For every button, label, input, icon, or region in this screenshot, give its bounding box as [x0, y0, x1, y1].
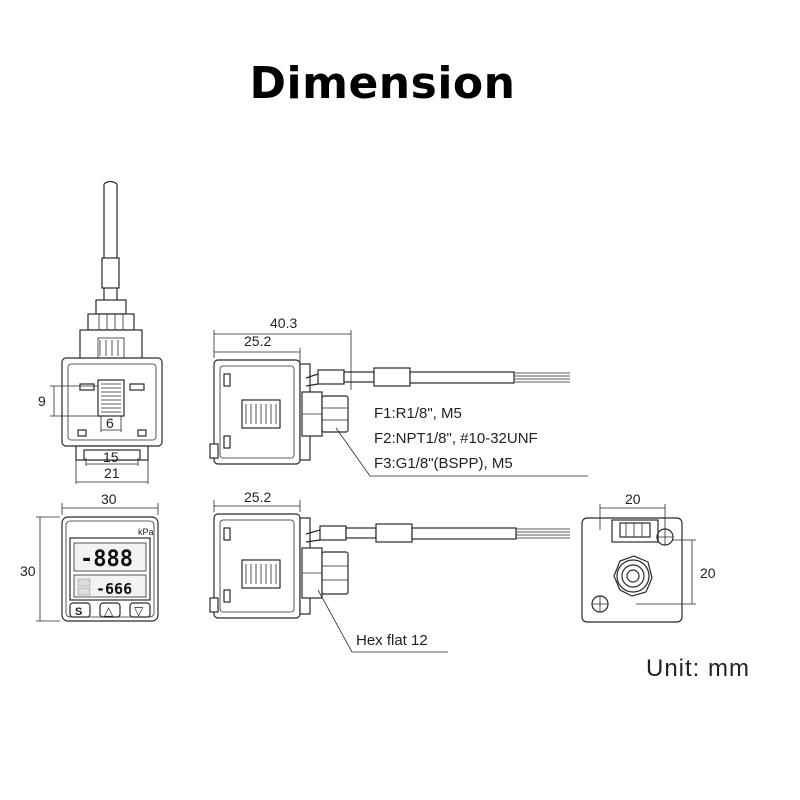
rear-outer-width-dim: 21 — [104, 465, 120, 481]
body-length-dim: 25.2 — [244, 333, 271, 349]
rear-view: 9 6 15 21 — [38, 180, 163, 484]
cable — [103, 184, 118, 258]
sub-display: -666 — [96, 580, 132, 598]
port-note-f3: F3:G1/8"(BSPP), M5 — [374, 455, 513, 472]
cable-sleeve — [101, 257, 120, 289]
down-button-label: ▽ — [134, 604, 144, 618]
s-button-label: S — [75, 606, 82, 618]
up-button[interactable] — [99, 602, 121, 618]
rear-slot-dim: 6 — [106, 415, 114, 431]
connector — [87, 313, 135, 331]
page-title: Dimension — [249, 58, 516, 109]
back-width-dim: 20 — [625, 491, 641, 507]
bottom-body-length-dim: 25.2 — [244, 489, 271, 505]
rear-height-dim: 9 — [38, 393, 46, 409]
side-view-bottom: 25.2 Hex flat 12 — [209, 489, 570, 653]
main-display: -888 — [80, 547, 133, 572]
back-view: 20 20 — [581, 491, 716, 623]
hex-note: Hex flat 12 — [356, 632, 428, 649]
hex-fitting — [321, 395, 349, 433]
unit-label: Unit: mm — [646, 655, 750, 682]
s-button[interactable] — [69, 602, 91, 618]
front-view: kPa -888 -666 S △ ▽ 30 30 — [20, 491, 159, 622]
hex-leader-line — [317, 589, 448, 653]
up-button-label: △ — [104, 604, 114, 618]
port-note-f2: F2:NPT1/8", #10-32UNF — [374, 430, 538, 447]
rear-inner-width-dim: 15 — [103, 449, 119, 465]
overall-length-dim: 40.3 — [270, 315, 297, 331]
front-width-dim: 30 — [101, 491, 117, 507]
down-button[interactable] — [129, 602, 151, 618]
front-height-dim: 30 — [20, 563, 36, 579]
port-leader-line — [335, 427, 588, 477]
cable — [411, 527, 517, 540]
hex-fitting — [321, 551, 349, 595]
back-height-dim: 20 — [700, 565, 716, 581]
side-view-top: 40.3 25.2 F1:R1/8", M5 F2:NPT1/8", #10-3… — [209, 315, 588, 477]
cable-sleeve — [373, 367, 411, 387]
port-hex — [613, 555, 653, 597]
port-note-f1: F1:R1/8", M5 — [374, 405, 462, 422]
cable-sleeve — [375, 523, 413, 543]
cable — [409, 371, 515, 384]
unit-indicator: kPa — [138, 527, 154, 537]
